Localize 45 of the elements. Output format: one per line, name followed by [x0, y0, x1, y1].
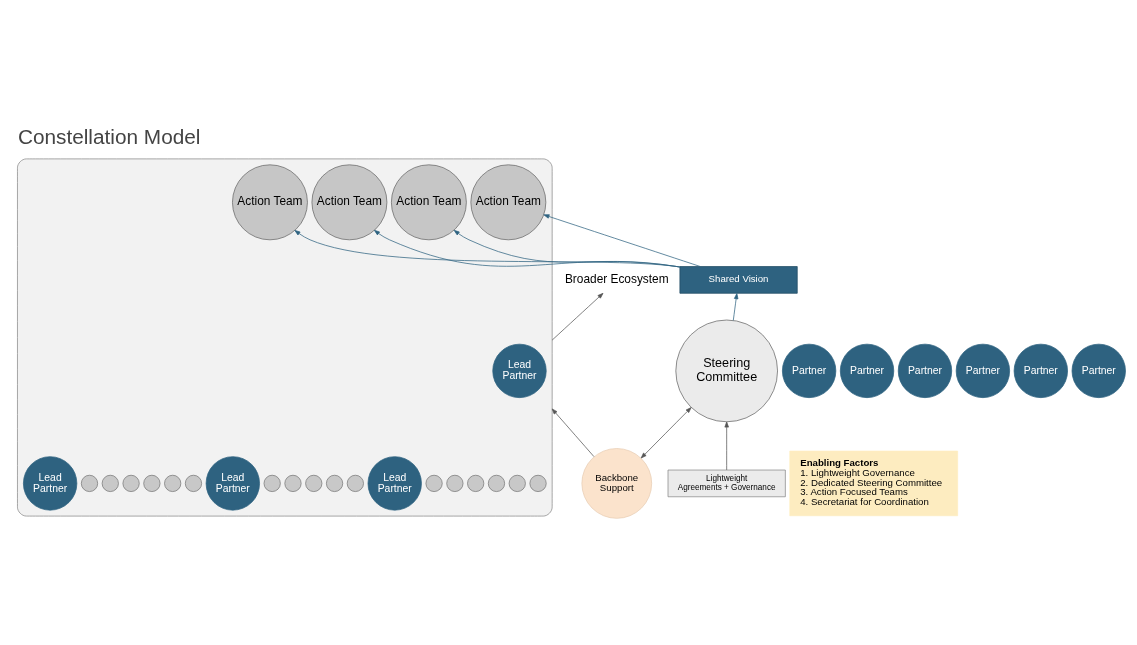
- node-circle: Action Team: [311, 163, 388, 240]
- node-circle: Action Team: [470, 163, 547, 240]
- node-circle: Partner: [839, 343, 895, 398]
- diagram-title: Constellation Model: [17, 124, 201, 148]
- node-circle: [122, 474, 140, 492]
- arrow: [640, 406, 692, 458]
- node-circle: [346, 474, 364, 492]
- arrow: [551, 408, 595, 457]
- node-text: Broader Ecosystem: [564, 271, 669, 286]
- node-circle: [508, 474, 526, 492]
- node-circle: Partner: [1013, 343, 1068, 398]
- node-box: Shared Vision: [679, 265, 798, 294]
- node-circle: Action Team: [232, 163, 308, 240]
- node-circle: [164, 474, 182, 492]
- node-circle: Action Team: [391, 163, 467, 240]
- node-circle: [467, 474, 485, 492]
- node-circle: [284, 474, 302, 492]
- arrow: [543, 213, 701, 267]
- node-circle: Steering Committee: [675, 319, 778, 422]
- node-circle: [101, 474, 119, 492]
- node-circle: Partner: [897, 343, 953, 398]
- node-circle: [305, 474, 323, 492]
- node-circle: [143, 474, 161, 492]
- node-circle: Partner: [782, 343, 837, 398]
- node-circle: [425, 474, 443, 492]
- node-circle: Lead Partner: [23, 455, 78, 510]
- node-box: Enabling Factors 1. Lightweight Governance 2. Dedicated Steering Committee 3. Action Focused Teams 4. Secretariat for Coordination: [789, 450, 958, 516]
- node-box: Lightweight Agreements + Governance: [667, 469, 786, 497]
- node-circle: [326, 474, 344, 492]
- node-circle: Partner: [1071, 343, 1126, 398]
- arrow: [551, 292, 604, 340]
- node-circle: [263, 474, 281, 492]
- node-circle: Lead Partner: [205, 455, 260, 510]
- node-circle: Partner: [955, 343, 1010, 398]
- arrow: [724, 421, 729, 470]
- node-circle: Lead Partner: [367, 455, 422, 510]
- arrow: [732, 292, 739, 321]
- node-circle: [487, 474, 505, 492]
- node-circle: Backbone Support: [581, 447, 653, 519]
- node-circle: Lead Partner: [492, 343, 547, 398]
- node-circle: [529, 474, 547, 492]
- node-circle: [184, 474, 202, 492]
- arrow: [294, 229, 681, 267]
- node-circle: [80, 474, 99, 492]
- node-circle: [446, 474, 464, 492]
